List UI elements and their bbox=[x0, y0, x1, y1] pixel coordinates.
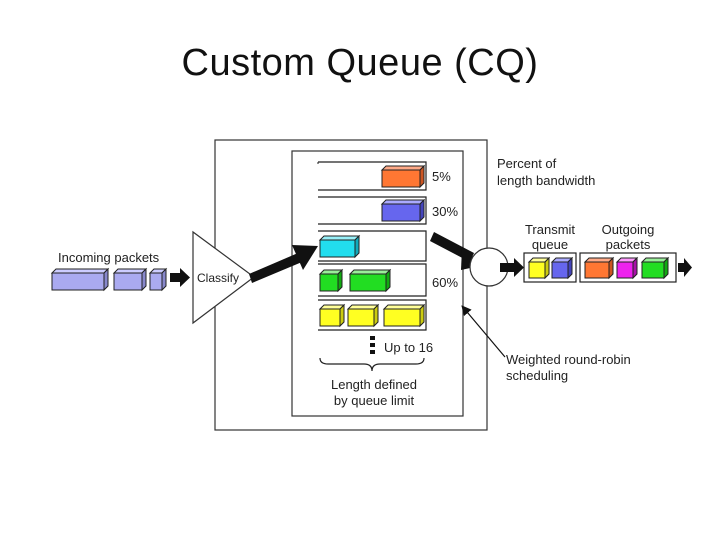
slide-title: Custom Queue (CQ) bbox=[181, 42, 539, 84]
queue-percent-label: 5% bbox=[432, 169, 451, 184]
packet bbox=[348, 268, 392, 293]
packet bbox=[112, 267, 148, 292]
percent-note-line1: Percent of bbox=[497, 156, 557, 171]
transmit-label-line1: Transmit bbox=[525, 222, 575, 237]
output-arrow bbox=[678, 258, 692, 277]
length-note-line1: Length defined bbox=[331, 377, 417, 392]
incoming-packets-label: Incoming packets bbox=[58, 250, 160, 265]
transmit-label-line2: queue bbox=[532, 237, 568, 252]
ellipsis-dots bbox=[370, 336, 375, 354]
packet bbox=[346, 303, 380, 328]
length-note-line2: by queue limit bbox=[334, 393, 415, 408]
packet bbox=[380, 198, 426, 223]
outgoing-label-line1: Outgoing bbox=[602, 222, 655, 237]
scheduler-to-transmit-arrow bbox=[500, 258, 524, 277]
percent-note-line2: length bandwidth bbox=[497, 173, 595, 188]
outgoing-packets bbox=[583, 256, 670, 280]
queued-packets bbox=[318, 164, 426, 328]
packet bbox=[380, 164, 426, 189]
queue-percent-label: 30% bbox=[432, 204, 458, 219]
packet bbox=[640, 256, 670, 280]
packet bbox=[50, 267, 110, 292]
wrr-pointer-arrow bbox=[461, 305, 506, 358]
length-brace bbox=[319, 357, 425, 372]
packet bbox=[527, 256, 551, 280]
queue-slot-2 bbox=[318, 196, 427, 225]
transmit-packets bbox=[527, 256, 574, 280]
packet bbox=[318, 234, 361, 259]
packet bbox=[583, 256, 615, 280]
queue-slots bbox=[317, 161, 427, 331]
packet bbox=[318, 268, 344, 293]
wrr-label-line1: Weighted round-robin bbox=[506, 352, 631, 367]
classify-triangle bbox=[192, 230, 256, 325]
packet bbox=[318, 303, 346, 328]
queue-slot-1 bbox=[317, 161, 427, 191]
wrr-label-line2: scheduling bbox=[506, 368, 568, 383]
queue-slot-5 bbox=[318, 299, 427, 331]
arrow-into-classify bbox=[170, 268, 190, 287]
packet bbox=[550, 256, 574, 280]
packet bbox=[382, 303, 426, 328]
queue-slot-3 bbox=[318, 230, 427, 262]
packet bbox=[148, 267, 168, 292]
classify-label: Classify bbox=[197, 271, 239, 285]
packet bbox=[615, 256, 639, 280]
queue-slot-4 bbox=[318, 263, 427, 297]
classify-to-queue-arrow bbox=[249, 245, 318, 283]
queue-percent-label: 60% bbox=[432, 275, 458, 290]
incoming-packets bbox=[50, 267, 168, 292]
outgoing-label-line2: packets bbox=[606, 237, 651, 252]
up-to-label: Up to 16 bbox=[384, 340, 433, 355]
